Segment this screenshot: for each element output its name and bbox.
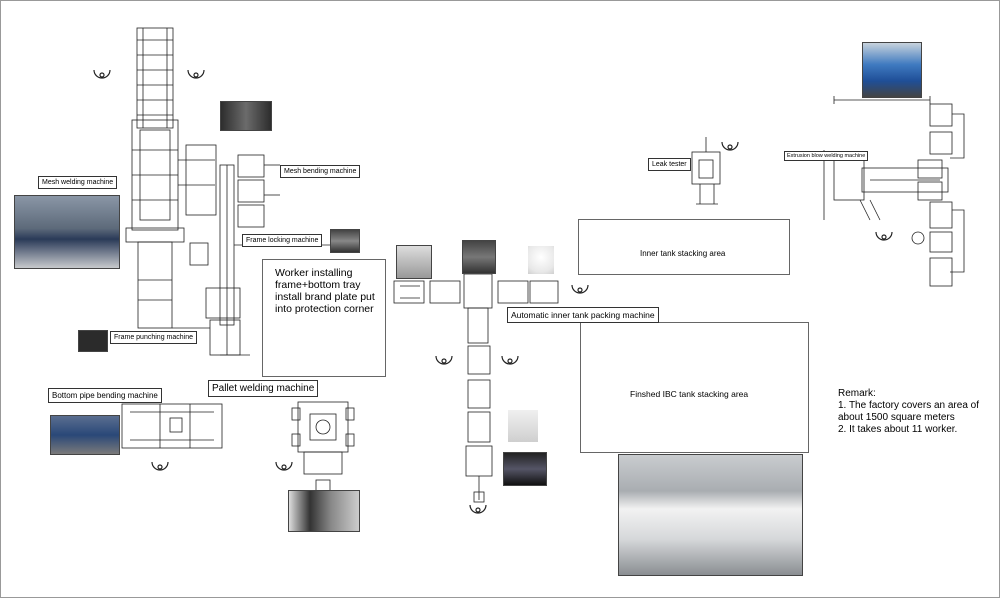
inner-tank-line [393,273,559,503]
pallet-welding-drawing [291,401,355,493]
frame-line [185,144,330,356]
worker-installing-text: Worker installing frame+bottom tray inst… [275,267,375,315]
mesh-welding-label: Mesh welding machine [38,176,118,189]
frame-punching-photo [78,330,108,352]
finished-tank-stacking-area [580,322,809,453]
pallet-welding-label: Pallet welding machine [208,380,319,397]
bottom-pipe-bending-photo [50,415,120,455]
remark-title: Remark: [838,388,876,399]
frame-locking-label: Frame locking machine [242,234,323,247]
mesh-welding-photo [14,195,120,269]
extrusion-machine-photo [862,42,922,98]
remark-block: Remark: 1. The factory covers an area of… [838,388,994,436]
inner-stacking-label: Inner tank stacking area [640,249,726,258]
finished-stacking-label: Finshed IBC tank stacking area [630,389,749,399]
inner-tank-stacking-area [578,219,790,275]
extrusion-blow-drawing [823,96,965,287]
packing-machine-photo [462,240,496,274]
frame-locking-photo [330,229,360,253]
mesh-welding-line [125,27,215,329]
inner-tank-photo [528,246,554,274]
remark-line-2: 2. It takes about 11 worker. [838,424,958,435]
auto-packing-label: Automatic inner tank packing machine [507,307,659,323]
frame-punching-label: Frame punching machine [110,331,197,344]
leak-tester-drawing [691,137,721,205]
remark-line-1: 1. The factory covers an area of about 1… [838,400,980,423]
worker-installing-note: Worker installing frame+bottom tray inst… [262,259,386,377]
mesh-bending-label: Mesh bending machine [280,165,361,178]
warehouse-photo [618,454,803,576]
finished-line-photo [503,452,547,486]
mesh-bending-photo [220,101,272,131]
extrusion-blow-label: Extrusion blow welding machine [784,151,869,161]
leak-tester-label: Leak tester [648,158,691,171]
bottom-pipe-bending-drawing [121,403,223,449]
ibc-frame-photo [396,245,432,279]
bottom-pipe-bending-label: Bottom pipe bending machine [48,388,162,403]
ibc-tank-photo [508,410,538,442]
pallet-welding-photo [288,490,360,532]
